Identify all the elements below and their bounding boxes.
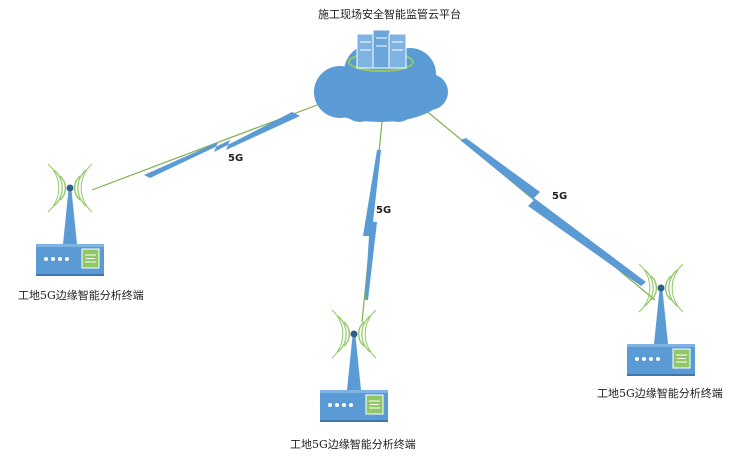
link-label-middle: 5G (376, 205, 392, 216)
terminal-label-right: 工地5G边缘智能分析终端 (597, 387, 723, 400)
bolt-right-icon (460, 138, 646, 286)
terminal-label-left: 工地5G边缘智能分析终端 (18, 289, 144, 302)
link-label-right: 5G (552, 191, 568, 202)
bolt-middle-icon (363, 150, 381, 300)
router-icon-middle (319, 309, 389, 423)
bolt-left-icon (144, 112, 300, 178)
link-label-left: 5G (228, 153, 244, 164)
terminal-label-middle: 工地5G边缘智能分析终端 (290, 438, 416, 451)
wireless-bolts (144, 112, 646, 300)
platform-title: 施工现场安全智能监管云平台 (318, 8, 461, 21)
server-icon (356, 29, 407, 69)
router-icon-left (35, 163, 105, 277)
